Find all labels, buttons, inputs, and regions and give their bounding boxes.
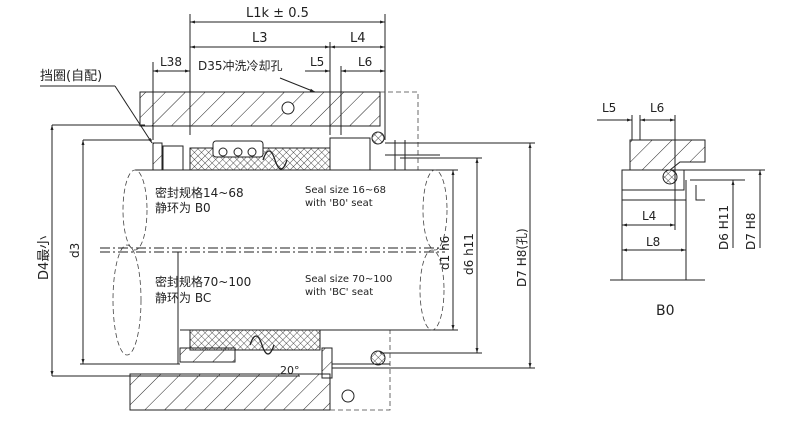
lower-housing: [129, 373, 331, 411]
detail-dim-l8-label: L8: [646, 235, 660, 249]
detail-dim-d6-label: D6 H11: [717, 205, 731, 250]
dim-l6-label: L6: [358, 55, 372, 69]
housing-outline-right: [380, 91, 419, 170]
housing-outline-bottom: [330, 330, 391, 411]
upper-en-line1: Seal size 16~68: [305, 185, 386, 196]
dim-l5-label: L5: [310, 55, 324, 69]
dim-d1-label: d1 h6: [438, 236, 452, 270]
dim-l38-label: L38: [160, 55, 182, 69]
detail-dim-l5-label: L5: [602, 101, 616, 115]
dim-d7-label: D7 H8(孔): [515, 228, 529, 287]
upper-cn-line1: 密封规格14~68: [155, 185, 244, 200]
retaining-ring: [152, 142, 163, 171]
lower-en-line2: with 'BC' seat: [305, 287, 373, 298]
upper-housing: [139, 91, 381, 127]
dim-l3-label: L3: [252, 31, 268, 46]
dim-d3-label: d3: [68, 243, 82, 258]
seat-o-ring: [371, 131, 385, 145]
dim-d4-label: D4最小: [37, 236, 52, 280]
detail-view-b0: L5 L6 L4 L8 D6 H11 D7 H8 B0: [597, 101, 765, 319]
detail-caption: B0: [656, 303, 675, 319]
main-view: L1k ± 0.5 L3 L4 L38 L5 L6 D35冲洗冷却孔 挡圈(自配…: [37, 6, 535, 411]
o-ring-upper-housing: [281, 101, 295, 115]
shaft: [100, 169, 448, 364]
dim-d6-label: d6 h11: [462, 233, 476, 275]
dim-l1k-label: L1k ± 0.5: [246, 6, 309, 21]
dim-l4-label: L4: [350, 31, 366, 46]
upper-en-line2: with 'B0' seat: [305, 198, 373, 209]
detail-dim-d7-label: D7 H8: [744, 213, 758, 250]
lower-seal-assembly: [179, 329, 530, 379]
seat-o-ring-lower: [370, 350, 386, 366]
flush-hole-label: D35冲洗冷却孔: [198, 58, 283, 73]
detail-dim-l6-label: L6: [650, 101, 664, 115]
lower-en-line1: Seal size 70~100: [305, 274, 392, 285]
detail-housing: [629, 139, 706, 171]
angle-label: 20°: [280, 364, 300, 377]
lower-cn-line1: 密封规格70~100: [155, 274, 251, 289]
bc-seat: [321, 347, 333, 379]
stationary-seat: [329, 137, 371, 171]
detail-dim-l4-label: L4: [642, 209, 656, 223]
retaining-ring-label: 挡圈(自配): [40, 69, 102, 84]
lower-cn-line2: 静环为 BC: [155, 291, 211, 305]
detail-o-ring: [662, 169, 678, 185]
upper-cn-line2: 静环为 B0: [155, 201, 211, 215]
o-ring-lower-housing: [341, 389, 355, 403]
upper-seal-assembly: [152, 131, 440, 171]
bellows-lower: [189, 329, 321, 351]
